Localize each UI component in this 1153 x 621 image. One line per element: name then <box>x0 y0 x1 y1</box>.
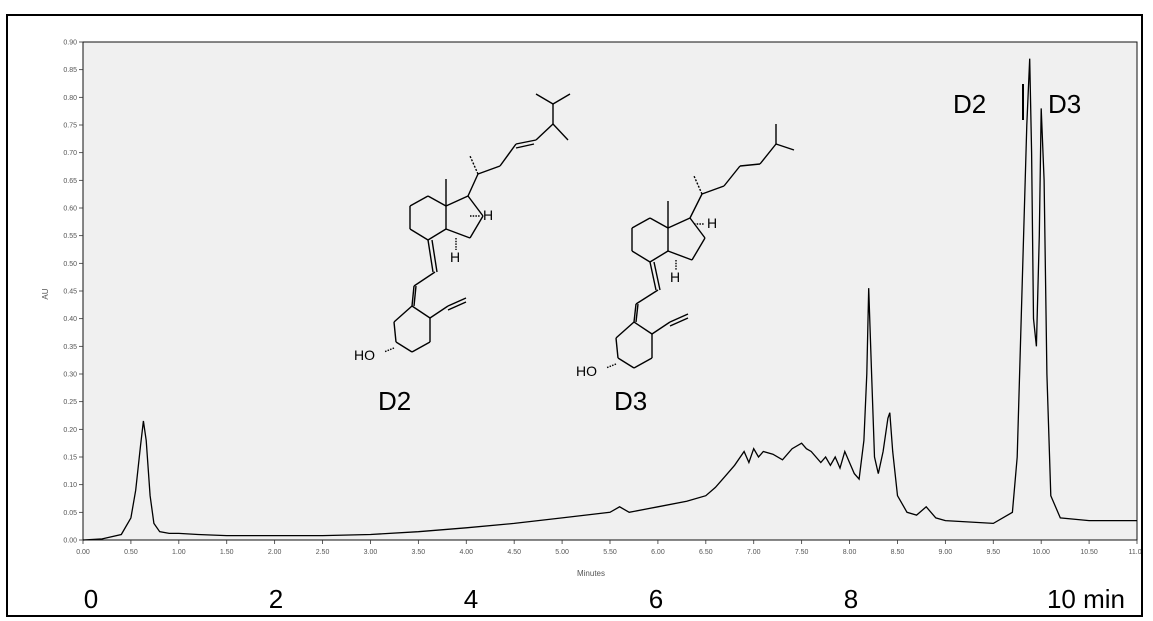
y-tick-label: 0.20 <box>63 427 77 434</box>
y-tick-label: 0.90 <box>63 40 77 47</box>
chromatogram-chart: 0.00 0.05 0.10 0.15 0.20 0.25 0.30 0.35 0.40 0.45… <box>41 40 1141 615</box>
structure-label-d2: D2 <box>378 386 411 416</box>
x-tick-label: 9.50 <box>986 549 1000 556</box>
structure-d2: H H HO <box>354 93 571 363</box>
y-tick-label: 0.40 <box>63 316 77 323</box>
x-tick-label: 10.00 <box>1032 549 1050 556</box>
peak-label-d3: D3 <box>1048 89 1081 119</box>
x-axis-label: Minutes <box>577 569 605 578</box>
y-tick-label: 0.30 <box>63 372 77 379</box>
x-tick-label: 8.50 <box>891 549 905 556</box>
big-x-labels: 0 2 4 6 8 10 min <box>84 584 1125 614</box>
x-tick-label: 5.50 <box>603 549 617 556</box>
x-tick-label: 2.50 <box>316 549 330 556</box>
y-tick-label: 0.75 <box>63 123 77 130</box>
h-atom-label: H <box>670 269 680 285</box>
x-tick-label: 1.00 <box>172 549 186 556</box>
x-tick-label: 1.50 <box>220 549 234 556</box>
h-atom-label: H <box>483 207 493 223</box>
y-axis: 0.00 0.05 0.10 0.15 0.20 0.25 0.30 0.35 0.40 0.45… <box>63 40 83 545</box>
x-tick-label: 0.50 <box>124 549 138 556</box>
y-tick-label: 0.55 <box>63 233 77 240</box>
structure-label-d3: D3 <box>614 386 647 416</box>
big-x-label: 10 min <box>1047 584 1125 614</box>
y-tick-label: 0.35 <box>63 344 77 351</box>
x-tick-label: 4.50 <box>507 549 521 556</box>
big-x-label: 0 <box>84 584 98 614</box>
ho-atom-label: HO <box>576 363 597 379</box>
plot-area <box>82 41 1138 541</box>
big-x-label: 8 <box>844 584 858 614</box>
h-atom-label: H <box>707 215 717 231</box>
structure-d3: H H HO <box>576 124 795 379</box>
x-axis: 0.00 0.50 1.00 1.50 2.00 2.50 3.00 3.50 4.00 4.50… <box>76 540 1141 556</box>
x-tick-label: 7.00 <box>747 549 761 556</box>
y-tick-label: 0.10 <box>63 482 77 489</box>
y-tick-label: 0.70 <box>63 150 77 157</box>
x-tick-label: 0.00 <box>76 549 90 556</box>
y-tick-label: 0.80 <box>63 95 77 102</box>
y-tick-label: 0.45 <box>63 289 77 296</box>
ho-atom-label: HO <box>354 347 375 363</box>
x-tick-label: 3.00 <box>364 549 378 556</box>
y-axis-label: AU <box>41 288 50 299</box>
x-tick-label: 4.00 <box>459 549 473 556</box>
x-tick-label: 10.50 <box>1080 549 1098 556</box>
h-atom-label: H <box>450 249 460 265</box>
chromatogram-trace <box>82 58 1137 541</box>
x-tick-label: 7.50 <box>795 549 809 556</box>
x-tick-label: 6.50 <box>699 549 713 556</box>
x-tick-label: 5.00 <box>555 549 569 556</box>
big-x-label: 6 <box>649 584 663 614</box>
x-tick-label: 8.00 <box>843 549 857 556</box>
y-tick-label: 0.50 <box>63 261 77 268</box>
y-tick-label: 0.00 <box>63 538 77 545</box>
y-tick-label: 0.05 <box>63 510 77 517</box>
x-tick-label: 2.00 <box>268 549 282 556</box>
big-x-label: 2 <box>269 584 283 614</box>
x-tick-label: 3.50 <box>412 549 426 556</box>
x-tick-label: 11.00 <box>1129 549 1142 556</box>
y-tick-label: 0.85 <box>63 67 77 74</box>
chart-frame: 0.00 0.05 0.10 0.15 0.20 0.25 0.30 0.35 0.40 0.45… <box>6 14 1143 617</box>
x-tick-label: 6.00 <box>651 549 665 556</box>
y-tick-label: 0.65 <box>63 178 77 185</box>
y-tick-label: 0.15 <box>63 455 77 462</box>
x-tick-label: 9.00 <box>939 549 953 556</box>
peak-label-d2: D2 <box>953 89 986 119</box>
big-x-label: 4 <box>464 584 478 614</box>
y-tick-label: 0.25 <box>63 399 77 406</box>
y-tick-label: 0.60 <box>63 206 77 213</box>
